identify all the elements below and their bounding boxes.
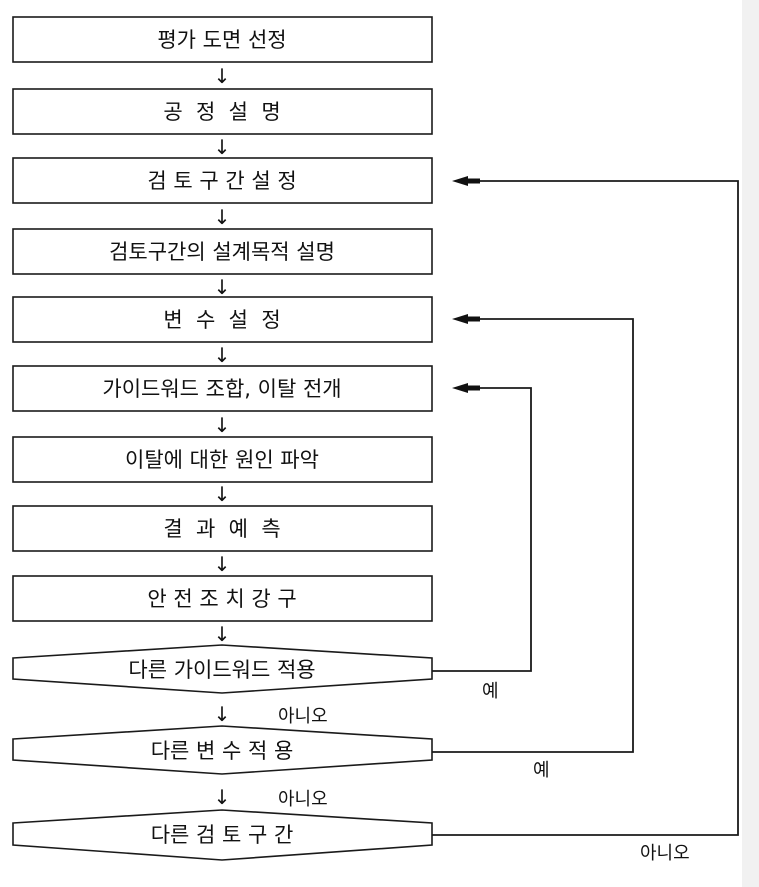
decision-3-other-section: 다른 검 토 구 간 <box>12 809 433 861</box>
step-1-label: 평가 도면 선정 <box>157 28 286 52</box>
decision-3-label: 다른 검 토 구 간 <box>151 823 294 847</box>
step-7-label: 이탈에 대한 원인 파악 <box>125 448 319 472</box>
left-arrow-icon <box>452 176 468 186</box>
step-6-guideword-deviation: 가이드워드 조합, 이탈 전개 <box>12 365 433 412</box>
step-8-predict-consequences: 결 과 예 측 <box>12 505 433 552</box>
decision-1-label: 다른 가이드워드 적용 <box>128 658 315 682</box>
decision-1-other-guideword: 다른 가이드워드 적용 <box>12 644 433 694</box>
step-2-label: 공 정 설 명 <box>163 100 280 124</box>
decision-3-no-label: 아니오 <box>640 843 690 864</box>
step-1-select-drawing: 평가 도면 선정 <box>12 16 433 63</box>
left-arrow-icon <box>452 383 468 393</box>
loop-decision2-to-step5 <box>432 314 634 753</box>
down-arrow-icon: ↓ <box>214 64 231 88</box>
down-arrow-icon: ↓ <box>214 785 231 809</box>
down-arrow-icon: ↓ <box>214 343 231 367</box>
scroll-gutter <box>742 0 759 887</box>
down-arrow-icon: ↓ <box>214 552 231 576</box>
decision-2-no-label: 아니오 <box>278 789 328 810</box>
step-3-label: 검 토 구 간 설 정 <box>147 169 296 193</box>
decision-1-yes-label: 예 <box>482 681 499 702</box>
step-2-process-description: 공 정 설 명 <box>12 88 433 135</box>
step-6-label: 가이드워드 조합, 이탈 전개 <box>102 377 341 401</box>
loop-decision3-to-step3 <box>432 176 739 836</box>
decision-2-label: 다른 변 수 적 용 <box>151 739 294 763</box>
loop-decision1-to-step6 <box>432 383 532 672</box>
step-9-label: 안 전 조 치 강 구 <box>147 587 296 611</box>
step-4-design-intent: 검토구간의 설계목적 설명 <box>12 228 433 275</box>
step-8-label: 결 과 예 측 <box>163 517 280 541</box>
step-5-set-variables: 변 수 설 정 <box>12 296 433 343</box>
step-7-identify-causes: 이탈에 대한 원인 파악 <box>12 436 433 483</box>
step-5-label: 변 수 설 정 <box>163 308 280 332</box>
down-arrows: ↓ ↓ ↓ ↓ ↓ ↓ ↓ ↓ ↓ ↓ ↓ <box>214 64 231 809</box>
step-9-safety-measures: 안 전 조 치 강 구 <box>12 575 433 622</box>
down-arrow-icon: ↓ <box>214 413 231 437</box>
decision-2-yes-label: 예 <box>533 760 550 781</box>
decision-2-other-variable: 다른 변 수 적 용 <box>12 725 433 775</box>
step-4-label: 검토구간의 설계목적 설명 <box>109 240 335 264</box>
decision-1-no-label: 아니오 <box>278 706 328 727</box>
down-arrow-icon: ↓ <box>214 702 231 726</box>
down-arrow-icon: ↓ <box>214 205 231 229</box>
down-arrow-icon: ↓ <box>214 482 231 506</box>
down-arrow-icon: ↓ <box>214 275 231 299</box>
step-3-set-review-section: 검 토 구 간 설 정 <box>12 157 433 204</box>
down-arrow-icon: ↓ <box>214 622 231 646</box>
left-arrow-icon <box>452 314 468 324</box>
down-arrow-icon: ↓ <box>214 135 231 159</box>
